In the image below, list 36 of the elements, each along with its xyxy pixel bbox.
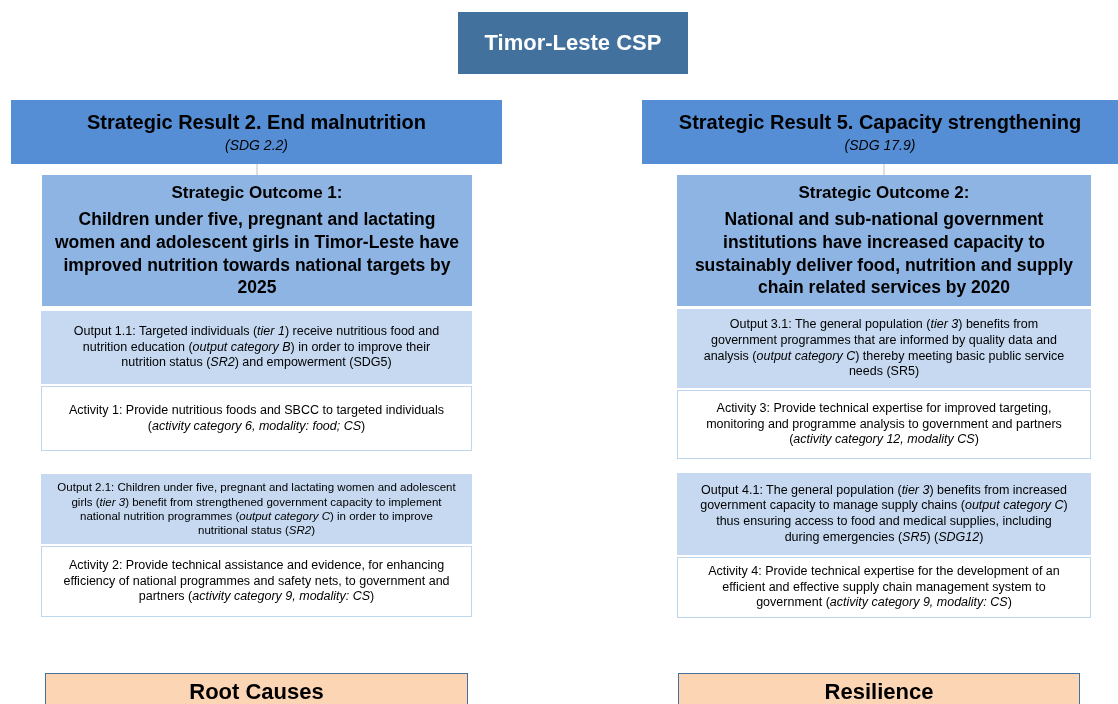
- output-text: Output 2.1: Children under five, pregnant and lactating women and adolescent girls (tier 3) benefit from strengthened government capacity to implement national nutrition programmes (output category C) in order to improve nutritional status (SR2): [56, 480, 457, 538]
- result-box: [11, 100, 502, 164]
- result-box: [642, 100, 1118, 164]
- connector-line: [256, 163, 258, 176]
- output-text: Output 4.1: The general population (tier 3) benefits from increased government capacity to manage supply chains (output category C) thus ensuring access to food and medical supplies, including during emergencies (SR5) (SDG12): [699, 482, 1069, 546]
- result-heading: Strategic Result 5. Capacity strengthening: [677, 109, 1083, 135]
- connector-line: [883, 163, 885, 176]
- activity-text: Activity 2: Provide technical assistance and evidence, for enhancing efficiency of national programmes and safety nets, to government and partners (activity category 9, modality: CS): [62, 558, 451, 605]
- sdg-note: (SDG 2.2): [224, 136, 289, 155]
- sdg-note: (SDG 17.9): [843, 136, 917, 155]
- activity-text: Activity 4: Provide technical expertise for the development of an efficient and effective supply chain management system to government (activity category 9, modality: CS): [707, 564, 1061, 611]
- result-heading: Strategic Result 2. End malnutrition: [86, 109, 427, 135]
- title-box: [458, 12, 688, 74]
- outcome-text: Children under five, pregnant and lactating women and adolescent girls in Timor-Leste have improved nutrition towards national targets by 2025: [54, 208, 460, 300]
- output-text: Output 1.1: Targeted individuals (tier 1) receive nutritious food and nutrition education (output category B) in order to improve their nutrition status (SR2) and empowerment (SDG5): [72, 324, 441, 371]
- activity-box: [41, 386, 472, 451]
- theme-box: [678, 673, 1080, 704]
- outcome-box: [42, 175, 472, 306]
- outcome-heading: Strategic Outcome 2:: [797, 181, 971, 204]
- activity-box: [677, 557, 1091, 618]
- activity-text: Activity 3: Provide technical expertise for improved targeting, monitoring and programme analysis to government and partners (activity category 12, modality CS): [705, 401, 1063, 448]
- output-box: [41, 311, 472, 384]
- theme-text: Resilience: [823, 678, 935, 704]
- output-box: [677, 473, 1091, 555]
- activity-text: Activity 1: Provide nutritious foods and SBCC to targeted individuals (activity category 6, modality: food; CS): [67, 402, 446, 435]
- title-text: Timor-Leste CSP: [483, 29, 663, 57]
- output-box: [677, 309, 1091, 388]
- theme-box: [45, 673, 468, 704]
- outcome-heading: Strategic Outcome 1:: [170, 181, 344, 204]
- theme-text: Root Causes: [188, 678, 325, 704]
- output-box: [41, 474, 472, 544]
- outcome-box: [677, 175, 1091, 306]
- outcome-text: National and sub-national government institutions have increased capacity to sustainably deliver food, nutrition and supply chain related services by 2020: [693, 208, 1075, 300]
- activity-box: [41, 546, 472, 617]
- output-text: Output 3.1: The general population (tier 3) benefits from government programmes that are informed by quality data and analysis (output category C) thereby meeting basic public service needs (SR5): [702, 317, 1066, 380]
- activity-box: [677, 390, 1091, 459]
